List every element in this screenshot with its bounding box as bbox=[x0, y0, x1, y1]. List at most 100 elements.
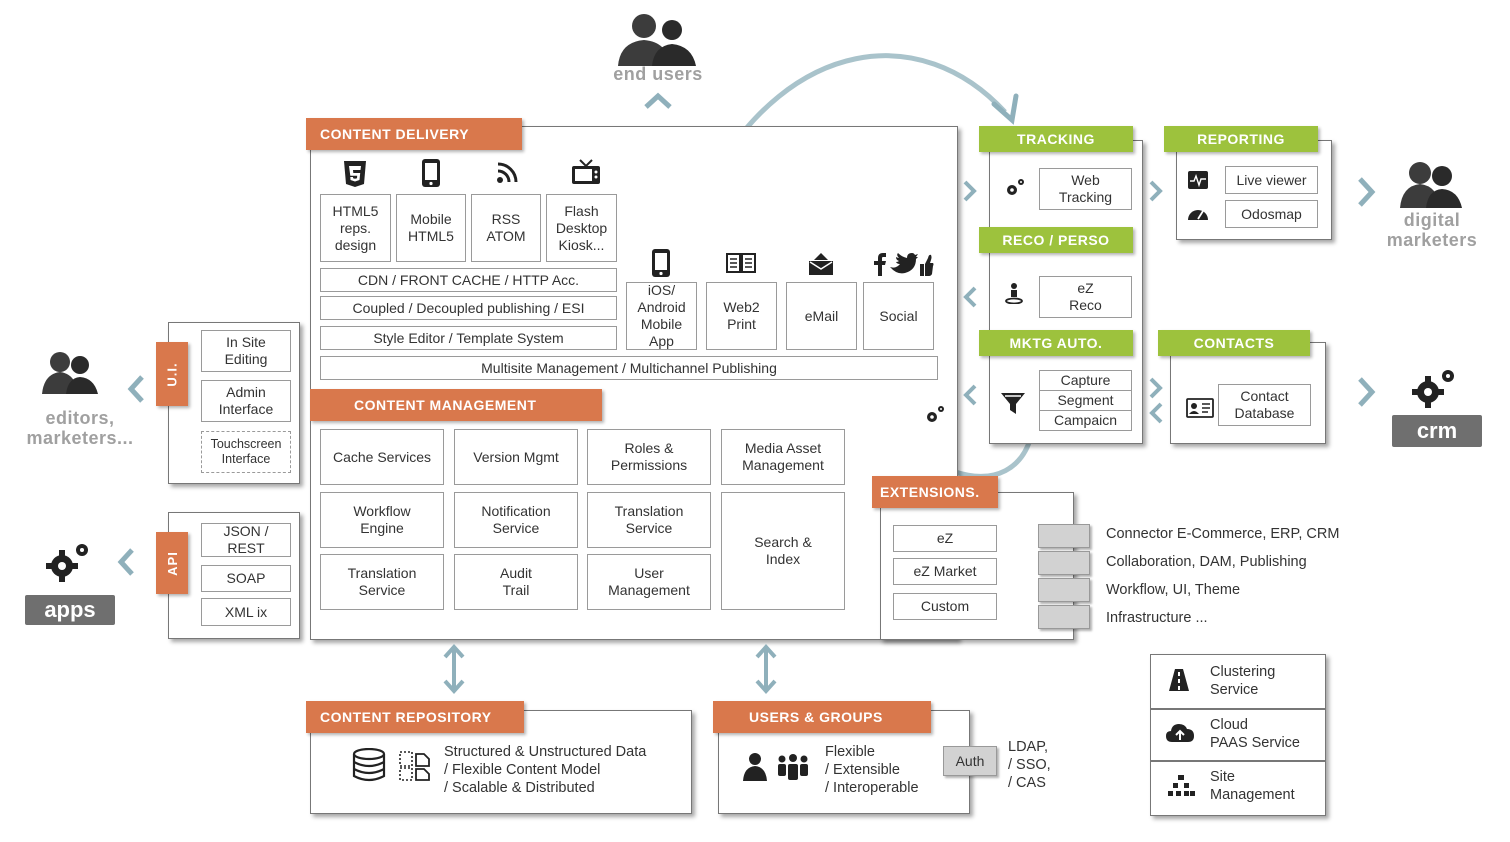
right-chevron-crm-icon bbox=[1358, 377, 1376, 407]
apps-badge: apps bbox=[25, 595, 115, 625]
right-chevron-tracking-icon bbox=[963, 180, 977, 202]
html5-icon bbox=[344, 161, 366, 187]
cloud-paas-service: Cloud PAAS Service bbox=[1210, 717, 1300, 751]
up-chevron-icon bbox=[644, 92, 672, 109]
road-icon bbox=[1169, 669, 1189, 691]
api-soap[interactable]: SOAP bbox=[201, 565, 291, 592]
layer-coupled-decoupled[interactable]: Coupled / Decoupled publishing / ESI bbox=[320, 296, 617, 320]
crm-badge: crm bbox=[1392, 415, 1482, 447]
api-tab-label: API bbox=[164, 550, 180, 576]
cm-media-asset-management[interactable]: Media Asset Management bbox=[721, 429, 845, 485]
format-html5-responsive[interactable]: HTML5 reps. design bbox=[320, 194, 391, 262]
cm-user-management[interactable]: User Management bbox=[587, 554, 711, 610]
contacts-tab: CONTACTS bbox=[1158, 330, 1310, 356]
database-icon bbox=[352, 748, 386, 782]
cm-cache-services[interactable]: Cache Services bbox=[320, 429, 444, 485]
connector-tab-1 bbox=[1038, 524, 1090, 548]
cm-search-index[interactable]: Search & Index bbox=[721, 492, 845, 610]
connector-tab-4 bbox=[1038, 605, 1090, 629]
channel-email[interactable]: eMail bbox=[786, 282, 857, 350]
book-icon bbox=[726, 253, 756, 273]
cm-audit-trail[interactable]: Audit Trail bbox=[454, 554, 578, 610]
api-xml-ix[interactable]: XML ix bbox=[201, 598, 291, 626]
channel-social[interactable]: Social bbox=[863, 282, 934, 350]
left-chevron-apps-icon bbox=[117, 548, 134, 576]
sitemap-icon bbox=[1168, 775, 1195, 796]
live-viewer[interactable]: Live viewer bbox=[1225, 166, 1318, 194]
users-double-arrow bbox=[755, 644, 777, 694]
connector-workflow: Workflow, UI, Theme bbox=[1106, 582, 1241, 598]
users-groups-tab: USERS & GROUPS bbox=[713, 701, 931, 733]
multisite-management[interactable]: Multisite Management / Multichannel Publ… bbox=[320, 356, 938, 380]
reporting-tab: REPORTING bbox=[1164, 126, 1318, 152]
user-icon bbox=[743, 753, 767, 781]
mktg-capture[interactable]: Capture bbox=[1039, 370, 1132, 391]
end-users-label: end users bbox=[613, 64, 703, 84]
format-mobile-html5[interactable]: Mobile HTML5 bbox=[396, 194, 466, 262]
layer-style-editor[interactable]: Style Editor / Template System bbox=[320, 326, 617, 350]
api-tab: API bbox=[156, 532, 188, 594]
content-repository-tab: CONTENT REPOSITORY bbox=[306, 701, 524, 733]
right-chevron-reporting-icon bbox=[1358, 177, 1376, 207]
channel-ios-android[interactable]: iOS/ Android Mobile App bbox=[626, 282, 697, 350]
cloud-upload-icon bbox=[1166, 724, 1194, 742]
auth-protocols: LDAP, / SSO, / CAS bbox=[1008, 739, 1051, 791]
funnel-icon bbox=[1001, 393, 1025, 414]
ui-in-site-editing[interactable]: In Site Editing bbox=[201, 330, 291, 372]
left-chevron-mktg-icon bbox=[963, 384, 977, 406]
connector-infrastructure: Infrastructure ... bbox=[1106, 610, 1208, 626]
ez-reco[interactable]: eZ Reco bbox=[1039, 276, 1132, 318]
extensions-tab: EXTENSIONS. bbox=[872, 476, 998, 508]
documents-icon bbox=[399, 751, 430, 781]
contact-database[interactable]: Contact Database bbox=[1218, 384, 1311, 426]
mktg-campaicn[interactable]: Campaicn bbox=[1039, 410, 1132, 431]
right-chevron-to-contacts-icon bbox=[1149, 377, 1163, 399]
reco-person-icon bbox=[1005, 283, 1023, 304]
ext-custom[interactable]: Custom bbox=[893, 593, 997, 620]
connector-collaboration: Collaboration, DAM, Publishing bbox=[1106, 554, 1307, 570]
cm-roles-permissions[interactable]: Roles & Permissions bbox=[587, 429, 711, 485]
channel-web2print[interactable]: Web2 Print bbox=[706, 282, 777, 350]
format-flash-desktop-kiosk[interactable]: Flash Desktop Kiosk... bbox=[546, 194, 617, 262]
repository-double-arrow bbox=[443, 644, 465, 694]
infra-divider-1 bbox=[1151, 708, 1325, 710]
left-chevron-from-contacts-icon bbox=[1149, 402, 1163, 424]
ui-tab: U.I. bbox=[156, 342, 188, 406]
group-icon bbox=[778, 754, 808, 780]
content-management-tab: CONTENT MANAGEMENT bbox=[310, 389, 602, 421]
cm-workflow-engine[interactable]: Workflow Engine bbox=[320, 492, 444, 548]
content-delivery-tab: CONTENT DELIVERY bbox=[306, 118, 522, 150]
clustering-service: Clustering Service bbox=[1210, 664, 1276, 698]
mktg-segment[interactable]: Segment bbox=[1039, 390, 1132, 411]
cm-translation-service-b[interactable]: Translation Service bbox=[320, 554, 444, 610]
smartphone-icon bbox=[652, 249, 670, 277]
digital-marketers-icon bbox=[1400, 162, 1462, 208]
users-description: Flexible / Extensible / Interoperable bbox=[825, 744, 919, 796]
infra-divider-2 bbox=[1151, 760, 1325, 762]
auth-tab[interactable]: Auth bbox=[943, 746, 997, 776]
ui-admin-interface[interactable]: Admin Interface bbox=[201, 380, 291, 422]
mktg-auto-tab: MKTG AUTO. bbox=[979, 330, 1133, 356]
web-tracking[interactable]: Web Tracking bbox=[1039, 168, 1132, 210]
gauge-icon bbox=[1188, 210, 1208, 220]
tracking-tab: TRACKING bbox=[979, 126, 1133, 152]
format-rss-atom[interactable]: RSS ATOM bbox=[471, 194, 541, 262]
odosmap[interactable]: Odosmap bbox=[1225, 200, 1318, 228]
ext-ez-market[interactable]: eZ Market bbox=[893, 558, 997, 585]
cm-version-mgmt[interactable]: Version Mgmt bbox=[454, 429, 578, 485]
ext-ez[interactable]: eZ bbox=[893, 525, 997, 552]
connector-ecommerce: Connector E-Commerce, ERP, CRM bbox=[1106, 526, 1340, 542]
social-icons bbox=[874, 253, 934, 276]
site-management: Site Management bbox=[1210, 769, 1295, 803]
left-chevron-editors-icon bbox=[127, 375, 144, 403]
connector-tab-3 bbox=[1038, 578, 1090, 602]
tv-icon bbox=[572, 159, 600, 184]
layer-cdn-front-cache[interactable]: CDN / FRONT CACHE / HTTP Acc. bbox=[320, 268, 617, 292]
connector-tab-2 bbox=[1038, 551, 1090, 575]
cm-notification-service[interactable]: Notification Service bbox=[454, 492, 578, 548]
api-json-rest[interactable]: JSON / REST bbox=[201, 523, 291, 557]
cm-translation-service-a[interactable]: Translation Service bbox=[587, 492, 711, 548]
end-users-icon bbox=[618, 14, 696, 66]
editors-label: editors, marketers... bbox=[26, 408, 134, 448]
ui-touchscreen-interface[interactable]: Touchscreen Interface bbox=[201, 431, 291, 473]
